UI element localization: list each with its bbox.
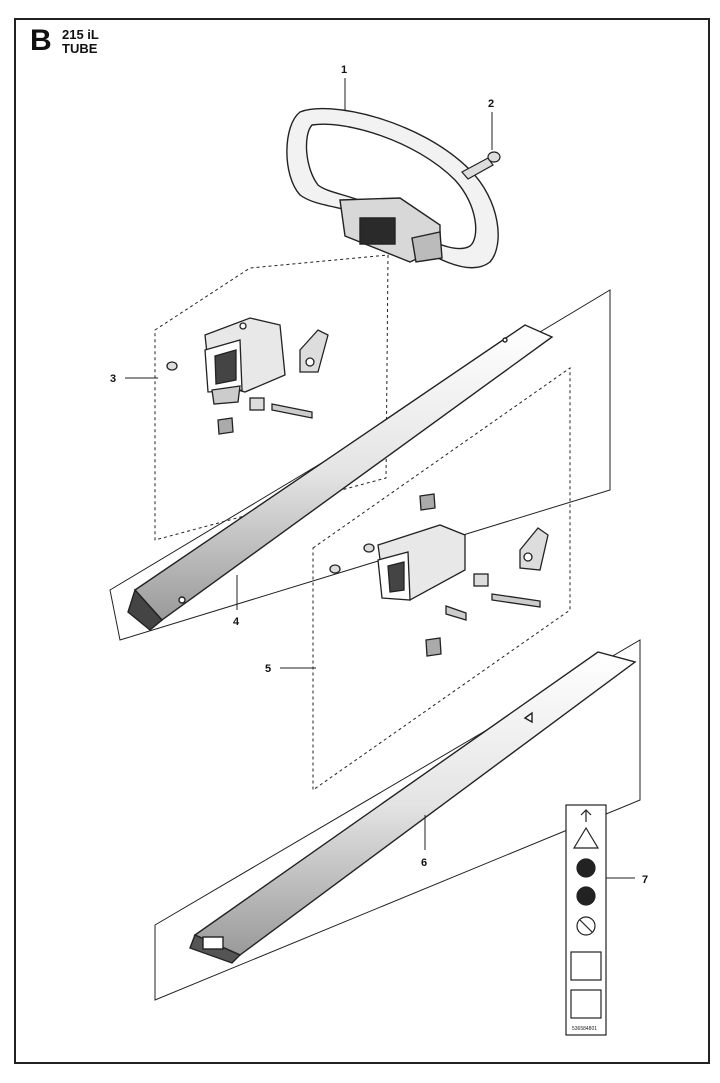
callout-7: 7 [642,874,648,886]
section-letter: B [30,24,52,57]
safety-distance-icon [570,951,602,981]
assembly-diagram-icon [570,989,602,1019]
callout-3: 3 [110,373,116,385]
callout-6: 6 [421,857,427,869]
coupling-part-5 [329,493,549,657]
coupling-part-3 [166,317,329,435]
arrow-up-icon [580,809,592,822]
callout-1: 1 [341,64,347,76]
decal-part-number: 536584801 [572,1026,597,1032]
leader-lines [125,78,635,879]
callout-5: 5 [265,663,271,675]
warning-triangle-icon [572,826,600,849]
tube-part-6 [189,651,637,964]
screw-part [461,151,501,180]
decal-part-7: 536584801 [565,804,607,1036]
ear-eye-protection-icon [576,886,596,906]
model-name: 215 iL [62,27,99,42]
handle-part [286,107,499,269]
callout-2: 2 [488,98,494,110]
read-manual-icon [576,858,596,878]
tube-6-outline [154,639,641,1001]
tube-part-4 [127,324,554,631]
group-box-5 [312,367,571,791]
diagram-frame [14,18,710,1064]
section-title: TUBE [62,41,98,56]
callout-4: 4 [233,616,240,628]
